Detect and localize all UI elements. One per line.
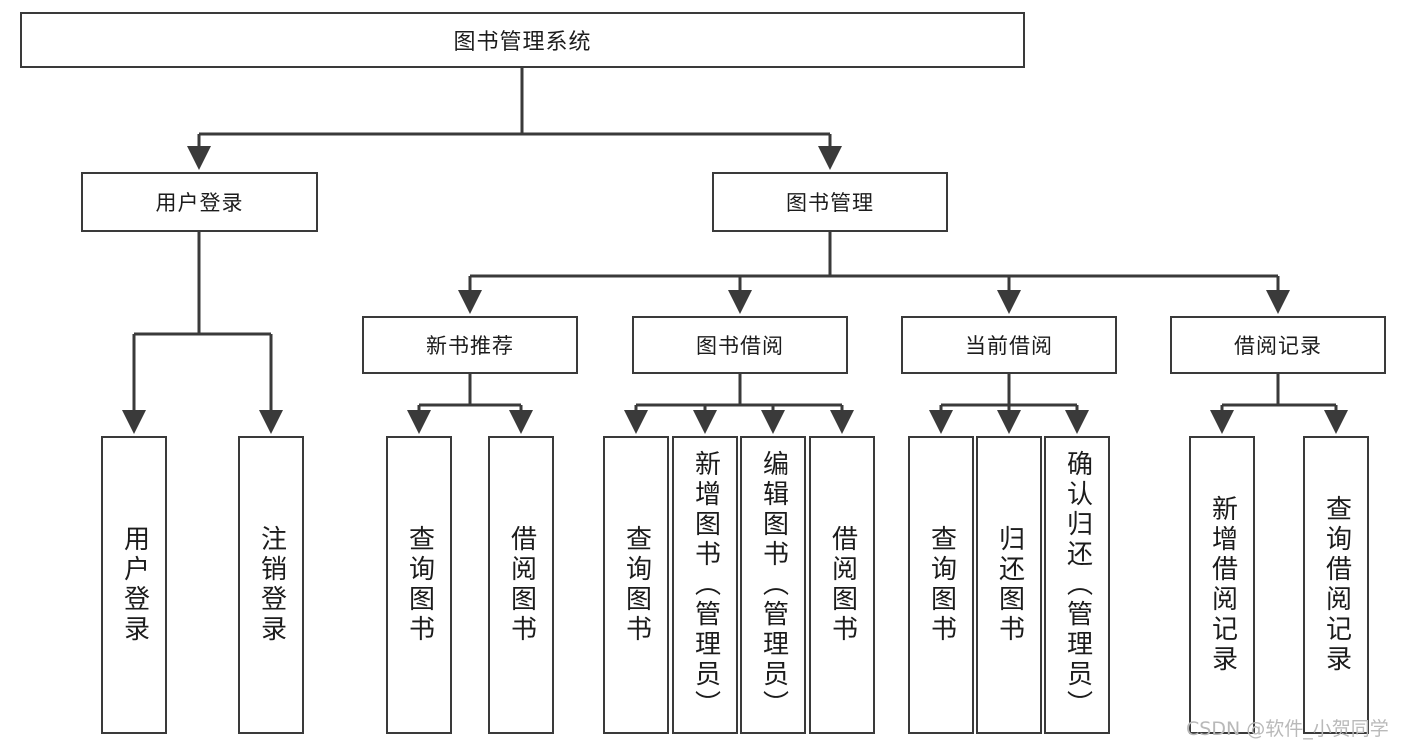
leaf-add-record[interactable]: 新增借阅记录 xyxy=(1189,436,1255,734)
leaf-edit-book-label: 编辑图书（管理员） xyxy=(758,450,789,720)
leaf-query-book-3[interactable]: 查询图书 xyxy=(908,436,974,734)
node-book-management-label: 图书管理 xyxy=(786,191,874,215)
node-user-login[interactable]: 用户登录 xyxy=(81,172,318,232)
leaf-query-record-label: 查询借阅记录 xyxy=(1321,495,1352,675)
leaf-query-book-1[interactable]: 查询图书 xyxy=(386,436,452,734)
leaf-add-book-label: 新增图书（管理员） xyxy=(690,450,721,720)
node-user-login-label: 用户登录 xyxy=(155,191,244,215)
leaf-return-book-label: 归还图书 xyxy=(994,525,1025,645)
node-new-book-recommend-label: 新书推荐 xyxy=(426,334,514,358)
node-book-management[interactable]: 图书管理 xyxy=(712,172,948,232)
node-current-borrow[interactable]: 当前借阅 xyxy=(901,316,1117,374)
leaf-logout-login[interactable]: 注销登录 xyxy=(238,436,304,734)
leaf-borrow-book-1-label: 借阅图书 xyxy=(506,525,537,645)
watermark: CSDN @软件_小贺同学 xyxy=(1186,718,1389,740)
node-root[interactable]: 图书管理系统 xyxy=(20,12,1025,68)
node-root-label: 图书管理系统 xyxy=(453,30,592,55)
leaf-confirm-return-label: 确认归还（管理员） xyxy=(1062,450,1093,720)
node-book-borrow-label: 图书借阅 xyxy=(696,334,784,358)
leaf-edit-book[interactable]: 编辑图书（管理员） xyxy=(740,436,806,734)
leaf-user-login[interactable]: 用户登录 xyxy=(101,436,167,734)
node-borrow-record-label: 借阅记录 xyxy=(1234,334,1322,358)
leaf-return-book[interactable]: 归还图书 xyxy=(976,436,1042,734)
node-new-book-recommend[interactable]: 新书推荐 xyxy=(362,316,578,374)
leaf-query-book-2-label: 查询图书 xyxy=(621,525,652,645)
leaf-query-record[interactable]: 查询借阅记录 xyxy=(1303,436,1369,734)
leaf-add-record-label: 新增借阅记录 xyxy=(1207,495,1238,675)
leaf-add-book[interactable]: 新增图书（管理员） xyxy=(672,436,738,734)
leaf-borrow-book-2-label: 借阅图书 xyxy=(827,525,858,645)
leaf-borrow-book-1[interactable]: 借阅图书 xyxy=(488,436,554,734)
leaf-query-book-3-label: 查询图书 xyxy=(926,525,957,645)
leaf-query-book-2[interactable]: 查询图书 xyxy=(603,436,669,734)
node-borrow-record[interactable]: 借阅记录 xyxy=(1170,316,1386,374)
leaf-query-book-1-label: 查询图书 xyxy=(404,525,435,645)
node-current-borrow-label: 当前借阅 xyxy=(965,334,1053,358)
node-book-borrow[interactable]: 图书借阅 xyxy=(632,316,848,374)
leaf-confirm-return[interactable]: 确认归还（管理员） xyxy=(1044,436,1110,734)
leaf-user-login-label: 用户登录 xyxy=(119,525,150,645)
leaf-borrow-book-2[interactable]: 借阅图书 xyxy=(809,436,875,734)
leaf-logout-login-label: 注销登录 xyxy=(256,525,287,645)
